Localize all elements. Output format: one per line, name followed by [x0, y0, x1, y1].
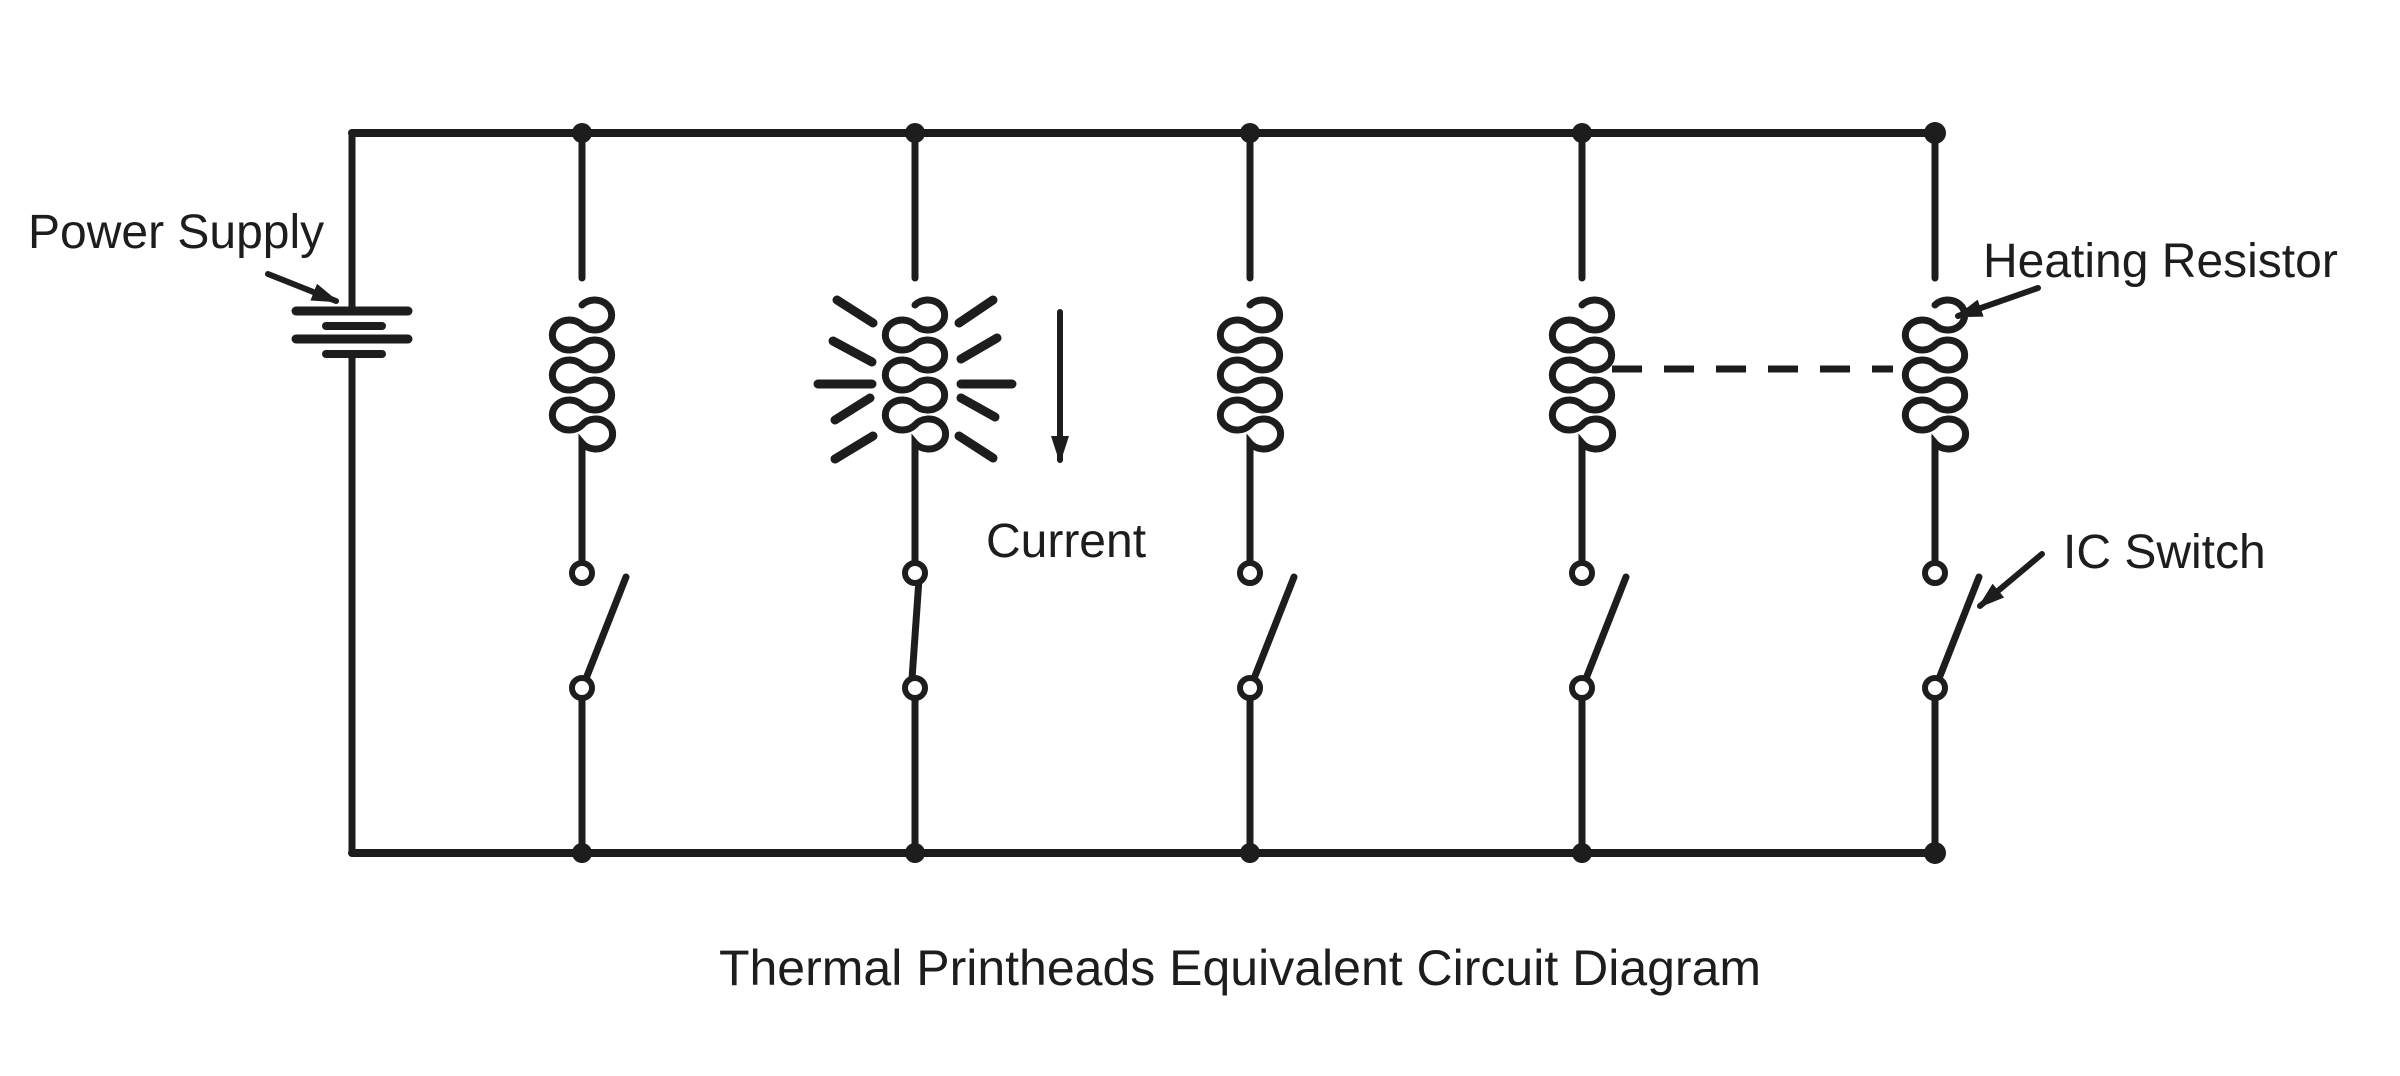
branch-2-heating-resistor	[885, 300, 945, 457]
current-label: Current	[986, 515, 1146, 568]
power-supply-label: Power Supply	[28, 206, 324, 259]
ic-switch-annotation: IC Switch	[1977, 526, 2266, 609]
branch-4	[1552, 129, 1626, 857]
branch-2	[885, 129, 945, 857]
branch-1	[552, 129, 626, 857]
branch-1-heating-resistor	[552, 300, 612, 457]
branch-3-ic-switch-open	[1240, 563, 1294, 698]
heating-resistor-annotation: Heating Resistor	[1954, 235, 2338, 319]
branch-5-ic-switch-open	[1925, 563, 1979, 698]
branch-4-heating-resistor	[1552, 300, 1612, 457]
heating-resistor-arrow	[1954, 285, 2041, 319]
ic-switch-arrow	[1977, 551, 2045, 609]
junction-dots	[572, 122, 1946, 864]
power-rails	[348, 129, 1939, 857]
branch-5-heating-resistor	[1905, 300, 1965, 457]
branch-4-ic-switch-open	[1572, 563, 1626, 698]
battery-symbol	[291, 306, 413, 358]
heating-resistor-label: Heating Resistor	[1983, 235, 2338, 288]
branch-1-ic-switch-open	[572, 563, 626, 698]
branch-3	[1220, 129, 1294, 857]
branch-5	[1905, 129, 1979, 857]
heat-rays	[813, 295, 1017, 464]
power-supply-arrow	[265, 271, 340, 304]
ic-switch-label: IC Switch	[2063, 526, 2266, 579]
branch-3-heating-resistor	[1220, 300, 1280, 457]
power-supply-annotation: Power Supply	[28, 206, 340, 304]
branch-2-ic-switch-closed	[905, 563, 925, 698]
current-indicator: Current	[986, 309, 1146, 568]
diagram-title: Thermal Printheads Equivalent Circuit Di…	[719, 940, 1761, 996]
